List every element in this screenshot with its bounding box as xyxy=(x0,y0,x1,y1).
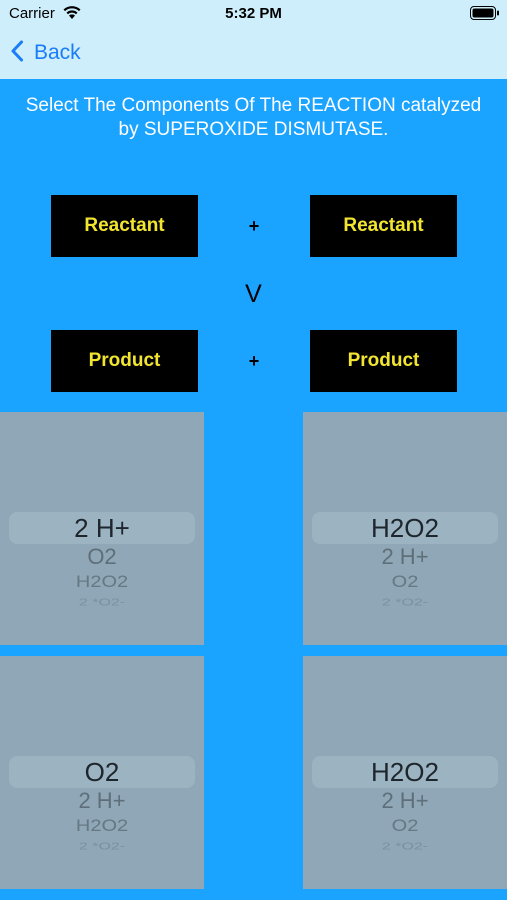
picker-option[interactable]: O2 xyxy=(87,544,117,569)
product-right-slot[interactable]: Product xyxy=(310,330,457,392)
product-right-picker[interactable]: H2O2 2 H+ O2 2 *O2- xyxy=(303,656,507,889)
clock-label: 5:32 PM xyxy=(225,5,282,22)
prompt-line-2: by SUPEROXIDE DISMUTASE. xyxy=(118,119,389,140)
picker-option[interactable]: O2 xyxy=(391,816,419,836)
question-prompt: Select The Components Of The REACTION ca… xyxy=(0,94,507,142)
prompt-line-1: Select The Components Of The REACTION ca… xyxy=(25,95,482,116)
picker-option[interactable]: O2 xyxy=(391,572,419,592)
reactant-left-picker[interactable]: 2 H+ O2 H2O2 2 *O2- xyxy=(0,412,204,645)
plus-sign-bottom: + xyxy=(248,351,260,371)
picker-option[interactable]: 2 *O2- xyxy=(78,597,126,609)
picker-selection-band xyxy=(312,756,498,788)
picker-option[interactable]: H2O2 xyxy=(75,572,129,592)
back-label: Back xyxy=(34,41,81,64)
product-left-slot[interactable]: Product xyxy=(51,330,198,392)
wifi-icon xyxy=(62,4,82,24)
picker-option[interactable]: 2 H+ xyxy=(381,544,429,569)
reactant-left-slot[interactable]: Reactant xyxy=(51,195,198,257)
picker-option[interactable]: 2 *O2- xyxy=(78,841,126,853)
chevron-left-icon xyxy=(10,40,24,68)
picker-selection-band xyxy=(9,756,195,788)
status-bar: Carrier 5:32 PM xyxy=(0,0,507,28)
reactant-right-picker[interactable]: H2O2 2 H+ O2 2 *O2- xyxy=(303,412,507,645)
picker-selection-band xyxy=(9,512,195,544)
picker-option[interactable]: 2 H+ xyxy=(78,788,126,813)
carrier-label: Carrier xyxy=(9,5,55,22)
picker-option-selected[interactable]: H2O2 xyxy=(371,757,439,787)
back-button[interactable]: Back xyxy=(10,36,81,70)
top-bar: Carrier 5:32 PM Back xyxy=(0,0,507,79)
reaction-arrow: V xyxy=(245,280,262,308)
picker-option[interactable]: 2 *O2- xyxy=(381,597,429,609)
picker-selection-band xyxy=(312,512,498,544)
picker-option[interactable]: 2 H+ xyxy=(381,788,429,813)
picker-option-selected[interactable]: H2O2 xyxy=(371,513,439,543)
reactant-right-slot[interactable]: Reactant xyxy=(310,195,457,257)
picker-option-selected[interactable]: O2 xyxy=(84,757,120,787)
battery-icon xyxy=(470,6,500,25)
plus-sign-top: + xyxy=(248,216,260,236)
product-left-picker[interactable]: O2 2 H+ H2O2 2 *O2- xyxy=(0,656,204,889)
picker-option[interactable]: H2O2 xyxy=(75,816,129,836)
picker-option-selected[interactable]: 2 H+ xyxy=(74,513,130,543)
picker-option[interactable]: 2 *O2- xyxy=(381,841,429,853)
